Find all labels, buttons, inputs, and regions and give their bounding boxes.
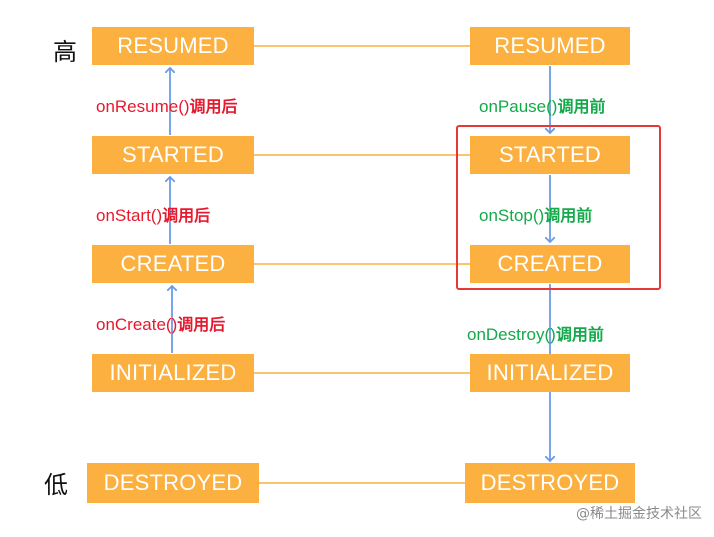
highlight-box [456,125,661,290]
right-state-destroyed: DESTROYED [465,463,635,503]
callback-on-stop: onStop()调用前 [479,202,592,226]
callback-timing: 调用前 [557,97,606,116]
callback-method: onPause() [479,97,558,116]
callback-timing: 调用后 [189,97,238,116]
callback-on-start: onStart()调用后 [96,202,210,226]
callback-timing: 调用前 [555,325,604,344]
callback-on-resume: onResume()调用后 [96,93,238,117]
callback-method: onDestroy() [467,325,556,344]
left-state-created: CREATED [92,245,254,283]
callback-method: onCreate() [96,315,178,334]
left-state-initialized: INITIALIZED [92,354,254,392]
callback-method: onStart() [96,206,163,225]
callback-timing: 调用前 [544,206,593,225]
left-state-started: STARTED [92,136,254,174]
callback-timing: 调用后 [177,315,226,334]
left-state-resumed: RESUMED [92,27,254,65]
left-state-destroyed: DESTROYED [87,463,259,503]
right-state-created: CREATED [470,245,630,283]
callback-on-pause: onPause()调用前 [479,93,605,117]
right-state-started: STARTED [470,136,630,174]
callback-method: onStop() [479,206,545,225]
callback-method: onResume() [96,97,190,116]
callback-on-destroy: onDestroy()调用前 [467,321,604,345]
callback-on-create: onCreate()调用后 [96,311,225,335]
right-state-initialized: INITIALIZED [470,354,630,392]
level-high-label: 高 [53,38,77,66]
watermark-text: @稀土掘金技术社区 [576,506,702,522]
right-state-resumed: RESUMED [470,27,630,65]
callback-timing: 调用后 [162,206,211,225]
level-low-label: 低 [44,471,68,499]
